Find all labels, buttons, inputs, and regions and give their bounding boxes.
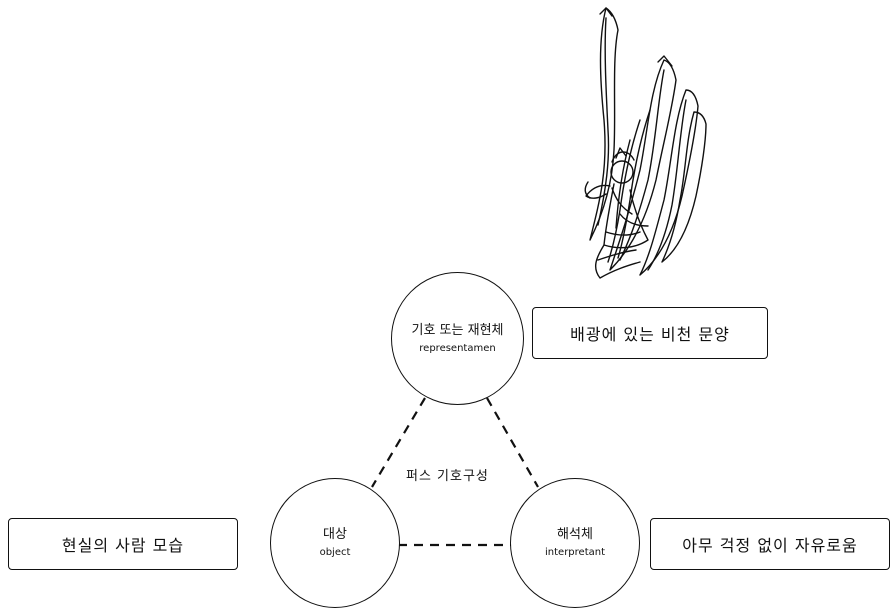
diagram-center-label: 퍼스 기호구성 [406, 469, 489, 484]
connector-representamen-object [371, 397, 426, 488]
object-node: 대상 object [270, 478, 400, 608]
object-example-box: 현실의 사람 모습 [8, 518, 238, 570]
representamen-sublabel: representamen [419, 342, 496, 354]
interpretant-node: 해석체 interpretant [510, 478, 640, 608]
object-label: 대상 [323, 527, 347, 542]
interpretant-label: 해석체 [557, 527, 593, 542]
representamen-node: 기호 또는 재현체 representamen [391, 272, 524, 405]
representamen-label: 기호 또는 재현체 [411, 322, 504, 338]
connector-representamen-interpretant [486, 397, 539, 488]
representamen-example-box: 배광에 있는 비천 문양 [532, 307, 768, 359]
object-sublabel: object [319, 547, 351, 558]
interpretant-example-box: 아무 걱정 없이 자유로움 [650, 518, 890, 570]
interpretant-sublabel: interpretant [545, 547, 605, 558]
